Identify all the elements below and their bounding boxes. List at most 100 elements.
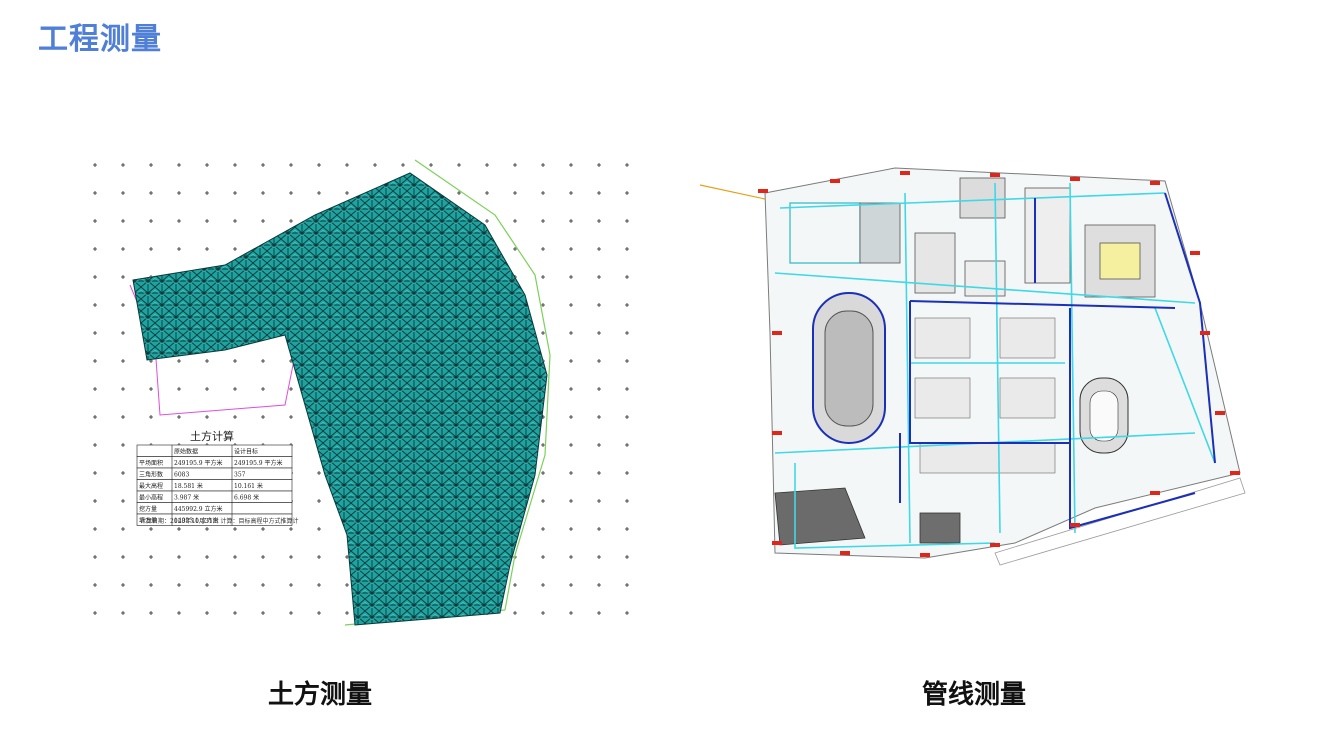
table-cell: 填方量 (139, 517, 157, 525)
grid-cross (625, 163, 629, 167)
grid-cross (513, 163, 517, 167)
grid-cross (289, 415, 293, 419)
grid-cross (177, 583, 181, 587)
grid-cross (177, 191, 181, 195)
grid-cross (317, 583, 321, 587)
table-cell: 10.161 米 (234, 482, 263, 490)
grid-cross (149, 415, 153, 419)
grid-cross (93, 331, 97, 335)
grid-cross (121, 191, 125, 195)
grid-cross (289, 219, 293, 223)
grid-cross (541, 303, 545, 307)
grid-cross (569, 163, 573, 167)
grid-cross (149, 247, 153, 251)
grid-cross (597, 191, 601, 195)
grid-cross (93, 499, 97, 503)
grid-cross (205, 583, 209, 587)
grid-cross (177, 359, 181, 363)
grid-cross (485, 219, 489, 223)
grid-cross (625, 247, 629, 251)
grid-cross (513, 219, 517, 223)
grid-cross (569, 527, 573, 531)
grid-cross (121, 471, 125, 475)
grid-cross (205, 219, 209, 223)
grid-cross (205, 359, 209, 363)
grid-cross (233, 583, 237, 587)
grid-cross (289, 555, 293, 559)
grid-cross (261, 359, 265, 363)
grid-cross (457, 191, 461, 195)
grid-cross (485, 163, 489, 167)
grid-cross (233, 387, 237, 391)
table-cell: 14023.1 立方米 (174, 517, 219, 525)
grid-cross (317, 555, 321, 559)
pipeline-drawing (695, 133, 1255, 613)
grid-cross (625, 611, 629, 615)
grid-cross (625, 471, 629, 475)
grid-cross (513, 583, 517, 587)
grid-cross (93, 471, 97, 475)
grid-cross (429, 163, 433, 167)
grid-cross (541, 247, 545, 251)
grid-cross (513, 191, 517, 195)
grid-cross (541, 219, 545, 223)
grid-cross (177, 387, 181, 391)
grid-cross (569, 219, 573, 223)
grid-cross (149, 387, 153, 391)
grid-cross (457, 163, 461, 167)
grid-cross (485, 191, 489, 195)
pipe-marker (1150, 181, 1160, 185)
grid-cross (121, 415, 125, 419)
grid-cross (93, 163, 97, 167)
pipe-markers (758, 171, 1240, 557)
grid-cross (149, 583, 153, 587)
grid-cross (569, 555, 573, 559)
grid-cross (597, 219, 601, 223)
grid-cross (541, 331, 545, 335)
grid-cross (261, 415, 265, 419)
grid-cross (317, 471, 321, 475)
grid-cross (597, 555, 601, 559)
grid-cross (569, 415, 573, 419)
grid-cross (93, 219, 97, 223)
table-cell: 最小高程 (139, 494, 163, 502)
grid-cross (625, 415, 629, 419)
grid-cross (541, 191, 545, 195)
grid-cross (597, 163, 601, 167)
grid-cross (93, 359, 97, 363)
grid-cross (93, 247, 97, 251)
grid-cross (177, 247, 181, 251)
grid-cross (233, 247, 237, 251)
grid-cross (625, 583, 629, 587)
grid-cross (289, 191, 293, 195)
grid-cross (177, 555, 181, 559)
table-cell: 3.987 米 (174, 494, 199, 502)
grid-cross (233, 219, 237, 223)
grid-cross (401, 163, 405, 167)
grid-cross (625, 303, 629, 307)
pipe-marker (1215, 411, 1225, 415)
grid-cross (317, 163, 321, 167)
grid-cross (625, 275, 629, 279)
grid-cross (261, 527, 265, 531)
grid-cross (121, 555, 125, 559)
grid-cross (541, 471, 545, 475)
grid-cross (121, 247, 125, 251)
grid-cross (541, 499, 545, 503)
grid-cross (569, 387, 573, 391)
grid-cross (121, 163, 125, 167)
grid-cross (597, 331, 601, 335)
grid-cross (93, 555, 97, 559)
grid-cross (625, 219, 629, 223)
pipe-marker (1230, 471, 1240, 475)
grid-cross (345, 611, 349, 615)
pipe-marker (1070, 523, 1080, 527)
grid-cross (149, 163, 153, 167)
grid-cross (233, 415, 237, 419)
grid-cross (569, 499, 573, 503)
pipe-marker (990, 173, 1000, 177)
pipe-marker (1150, 491, 1160, 495)
grid-cross (597, 359, 601, 363)
grid-cross (569, 275, 573, 279)
